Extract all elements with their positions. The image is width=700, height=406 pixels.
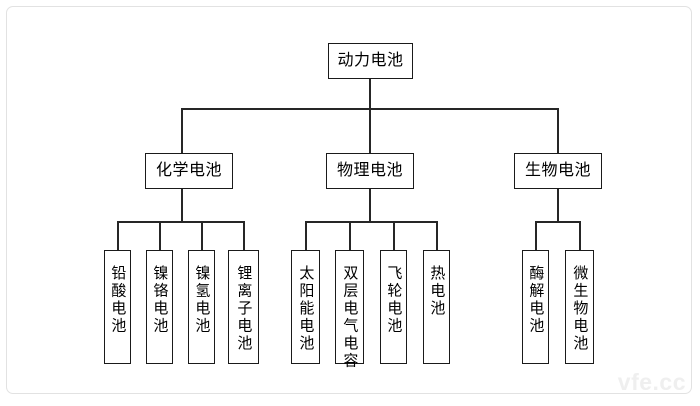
connector-chemical-drop-3 [201,221,203,250]
connector-biological-drop-1 [535,221,537,250]
node-label: 动力电池 [337,51,404,69]
node-microbial-battery[interactable]: 微生物电池 [565,250,594,364]
connector-chemical-drop-1 [117,221,119,250]
connector-chemical-drop-4 [243,221,245,250]
node-flywheel-battery[interactable]: 飞轮电池 [380,250,407,364]
connector-level2-drop-physical [369,108,371,153]
connector-physical-bus [305,221,438,223]
node-label: 太阳能电池 [297,265,315,353]
node-electric-double-layer-capacitor[interactable]: 双层电气电容 [335,250,364,370]
connector-physical-drop-1 [305,221,307,250]
connector-physical-drop-4 [436,221,438,250]
connector-physical-down [369,189,371,221]
node-label: 飞轮电池 [385,265,403,335]
connector-physical-drop-3 [393,221,395,250]
connector-root-down [369,79,371,109]
connector-biological-down [557,189,559,221]
node-label: 微生物电池 [571,265,589,353]
connector-physical-drop-2 [349,221,351,250]
node-label: 双层电气电容 [341,265,359,370]
node-lithium-ion-battery[interactable]: 锂离子电池 [228,250,259,364]
node-biological-battery[interactable]: 生物电池 [514,153,602,189]
connector-biological-drop-2 [579,221,581,250]
connector-chemical-down [181,189,183,221]
node-chemical-battery[interactable]: 化学电池 [145,153,233,189]
connector-chemical-bus [117,221,244,223]
connector-level2-drop-biological [557,108,559,153]
node-solar-battery[interactable]: 太阳能电池 [291,250,320,364]
node-label: 物理电池 [336,161,403,179]
node-root-power-battery[interactable]: 动力电池 [328,43,413,79]
node-label: 镍氢电池 [193,265,211,335]
node-nickel-cadmium-battery[interactable]: 镍铬电池 [146,250,173,364]
node-label: 锂离子电池 [235,265,253,353]
connector-level2-drop-chemical [181,108,183,153]
node-lead-acid-battery[interactable]: 铅酸电池 [104,250,131,364]
node-nickel-metal-hydride-battery[interactable]: 镍氢电池 [188,250,215,364]
node-physical-battery[interactable]: 物理电池 [326,153,414,189]
node-label: 镍铬电池 [151,265,169,335]
watermark: vfe.cc [617,369,686,395]
connector-biological-bus [535,221,581,223]
node-enzymatic-battery[interactable]: 酶解电池 [522,250,549,364]
node-label: 生物电池 [524,161,591,179]
node-label: 酶解电池 [527,265,545,335]
node-label: 化学电池 [155,161,222,179]
connector-chemical-drop-2 [159,221,161,250]
node-thermal-battery[interactable]: 热电池 [423,250,450,364]
node-label: 热电池 [428,265,446,318]
node-label: 铅酸电池 [109,265,127,335]
